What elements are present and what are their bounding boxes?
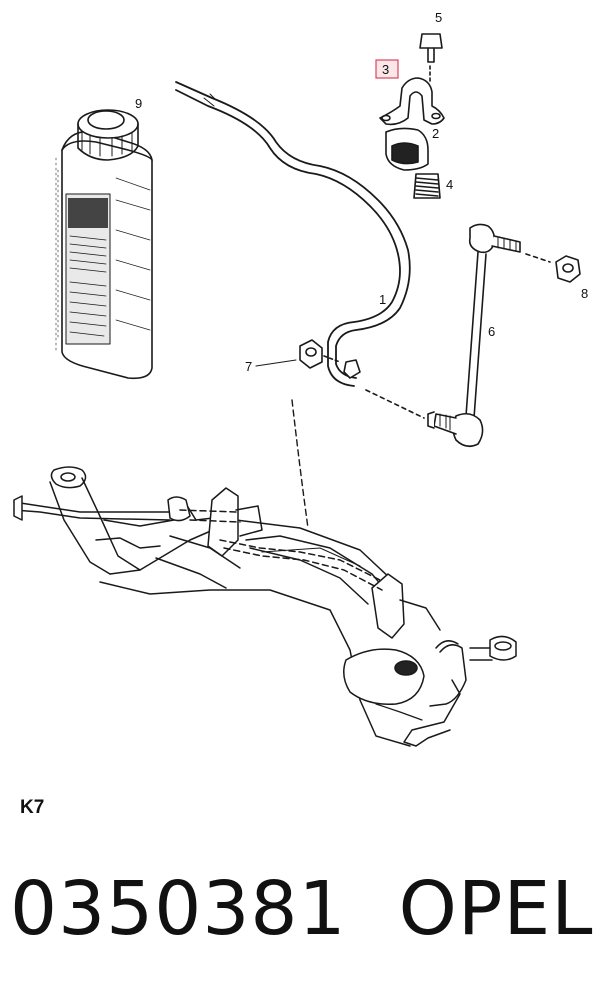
callout-labels: 3 1 2 4 5 6 7 8 9 — [135, 10, 588, 374]
nut-part-8 — [555, 255, 581, 283]
part-number: 0350381 — [10, 866, 347, 952]
brand-name: OPEL — [398, 866, 594, 952]
callout-8: 8 — [581, 286, 588, 301]
highlight-box-part-3 — [375, 59, 399, 79]
exploded-parts-diagram: 3 1 2 4 5 6 7 8 9 — [13, 10, 588, 747]
stabilizer-bar-part-1 — [175, 81, 411, 387]
callout-5: 5 — [435, 10, 442, 25]
link-rod-part-6 — [365, 223, 551, 448]
callout-1: 1 — [379, 292, 386, 307]
section-code: K7 — [20, 797, 45, 818]
callout-7: 7 — [245, 359, 252, 374]
threaded-insert-part-4 — [413, 173, 441, 199]
bracket-part-3 — [379, 77, 445, 126]
callout-9: 9 — [135, 96, 142, 111]
callout-4: 4 — [446, 177, 453, 192]
callout-6: 6 — [488, 324, 495, 339]
nut-part-7 — [255, 339, 361, 379]
wheel-arc-line — [291, 399, 309, 529]
callout-3: 3 — [382, 62, 389, 77]
callout-2: 2 — [432, 126, 439, 141]
rubber-bushing-part-2 — [385, 127, 429, 171]
front-subframe-assembly — [13, 466, 517, 747]
fluid-bottle-part-9 — [55, 109, 153, 380]
bolt-part-5 — [419, 33, 443, 85]
